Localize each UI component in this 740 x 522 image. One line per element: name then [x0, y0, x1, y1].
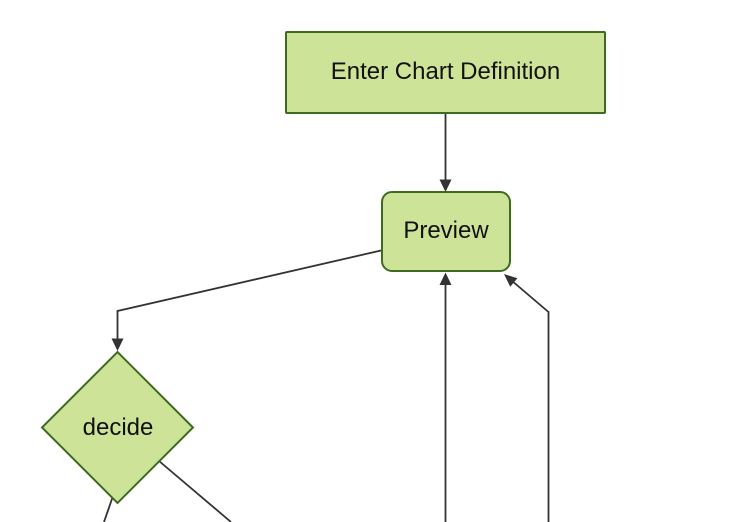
node-enter-chart-definition-label: Enter Chart Definition — [330, 58, 561, 86]
edge-line — [507, 276, 550, 522]
node-preview-label: Preview — [403, 217, 489, 245]
node-decide-label: decide — [82, 414, 154, 441]
edge-line — [116, 249, 382, 340]
arrowhead-up-icon — [439, 272, 452, 285]
edge-preview-to-decide — [111, 249, 382, 351]
arrowhead-up-left-icon — [504, 274, 518, 287]
edge-decide-to-bottom-right — [158, 460, 232, 522]
node-enter-chart-definition: Enter Chart Definition — [285, 31, 606, 114]
arrowhead-down-icon — [439, 179, 452, 192]
edge-decide-to-bottom-left — [103, 495, 114, 522]
node-decide-shape — [40, 350, 195, 505]
edge-bottom-to-preview-2 — [504, 274, 550, 522]
edge-bottom-to-preview-1 — [439, 272, 452, 522]
edge-enter-to-preview — [439, 114, 452, 192]
arrowhead-down-icon — [111, 338, 124, 351]
node-preview: Preview — [381, 191, 511, 272]
